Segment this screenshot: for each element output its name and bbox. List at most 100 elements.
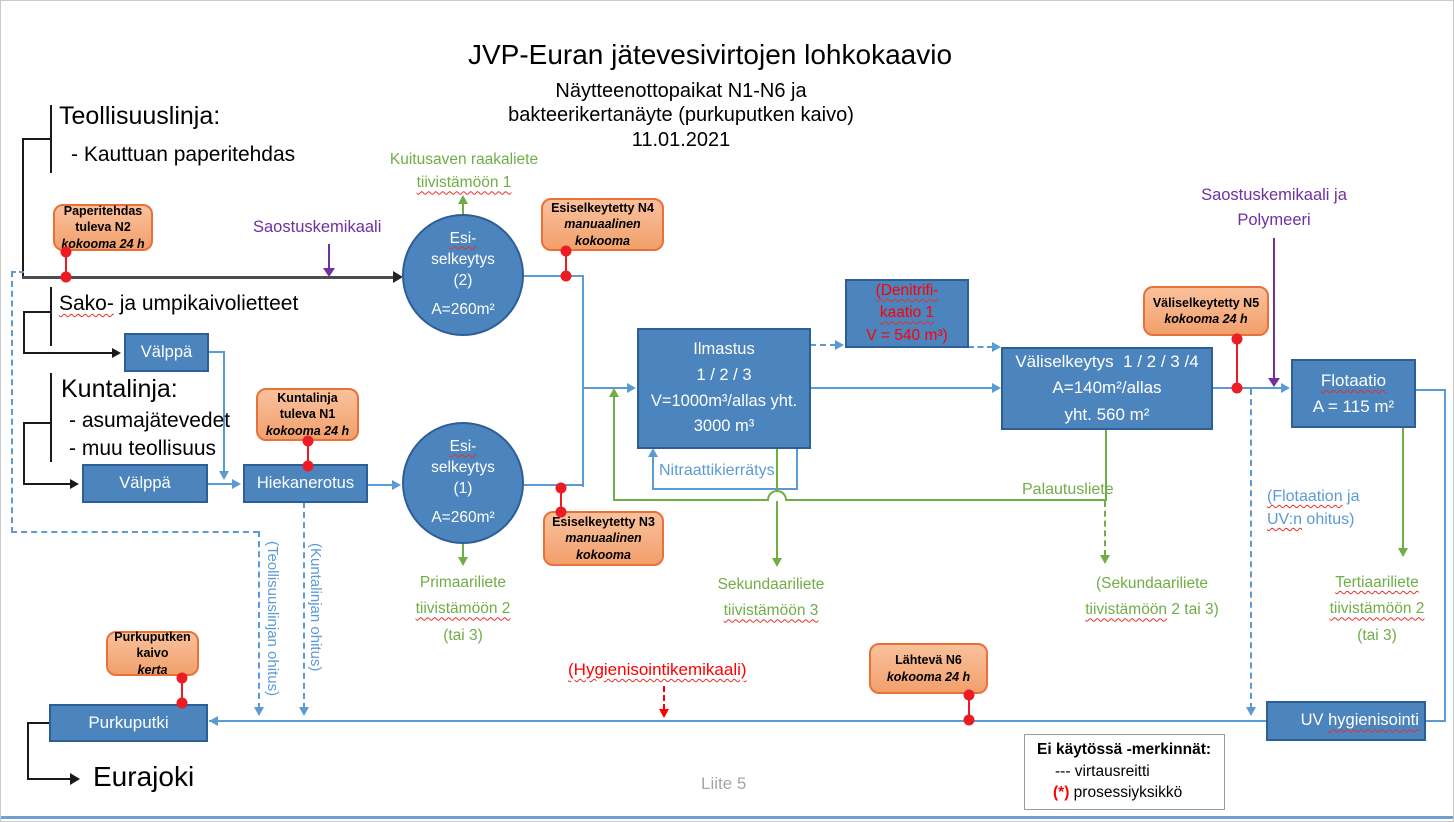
arrowhead [992, 342, 1001, 352]
arrowhead [627, 383, 636, 393]
sample-type: kokooma 24 h [265, 423, 350, 438]
unit-purkuputki: Purkuputki [49, 704, 208, 742]
bracket-line [23, 352, 113, 354]
label-nitraattikierratys: Nitraattikierrätys [659, 462, 775, 479]
unit-area: A=260m² [431, 301, 495, 319]
legend-title: Ei käytössä -merkinnät: [1037, 741, 1212, 758]
arrowhead [648, 448, 658, 457]
sample-n1: Kuntalinja tuleva N1 kokooma 24 h [256, 388, 359, 441]
unit-label: Esi- [449, 229, 477, 247]
arrowhead [392, 480, 401, 490]
sample-n3: Esiselkeytetty N3 manuaalinen kokooma [543, 511, 664, 566]
sample-label: Väliselkeytetty N5 [1152, 295, 1260, 310]
sludge-label: (tai 3) [443, 626, 483, 644]
sample-type: manuaalinen [565, 531, 642, 546]
bracket-line [50, 105, 52, 173]
legend-box: Ei käytössä -merkinnät: --- virtausreitt… [1024, 734, 1225, 810]
sludge-label: Tertiaariliete [1335, 574, 1419, 591]
sample-connector [181, 677, 183, 704]
bypass-label: UV:n ohitus) [1267, 511, 1355, 529]
sludge-label: tiivistämöön 2 [1329, 600, 1425, 618]
arrowhead [323, 268, 335, 277]
heading-kuntalinja-sub1: - asumajätevedet [69, 409, 231, 432]
arrowhead [772, 558, 782, 567]
sample-type: manuaalinen [564, 217, 641, 232]
flow-line [810, 387, 993, 389]
page-subtitle: Näytteenottopaikat N1-N6 ja bakteerikert… [381, 79, 981, 152]
sample-connector [1236, 337, 1238, 389]
label-primaariliete: Primaariliete tiivistämöön 2 (tai 3) [378, 570, 548, 649]
sample-type: kerta [137, 662, 168, 677]
flow-line [368, 484, 393, 486]
unit-label: 1 / 2 / 3 [696, 365, 752, 384]
label-palautusliete: Palautusliete [1022, 481, 1114, 498]
subtitle-line2: bakteerikertanäyte (purkuputken kaivo) [508, 104, 854, 127]
label-kuitusaven-raakaliete: Kuitusaven raakaliete tiivistämöön 1 [374, 148, 554, 195]
sample-label: Lähtevä N6 [895, 653, 962, 668]
sample-type: kokooma 24 h [886, 669, 971, 684]
unit-label: (1) [453, 479, 473, 497]
unit-denitrifikaatio: (Denitrifi- kaatio 1 V = 540 m³) [845, 279, 969, 348]
sample-type: kokooma 24 h [1164, 312, 1248, 326]
label-hygienisointikemikaali: (Hygienisointikemikaali) [568, 660, 747, 679]
unit-label: selkeytys [431, 250, 495, 268]
sludge-label: Primaariliete [419, 574, 507, 591]
sample-label: Esiselkeytetty N4 [551, 201, 654, 216]
flow-line [524, 484, 584, 486]
arrowhead [209, 716, 218, 726]
return-sludge-line [613, 499, 768, 501]
unit-flotaatio: Flotaatio A = 115 m² [1291, 359, 1416, 428]
arrowhead [458, 557, 468, 566]
heading-sako-rest: ja umpikaivolietteet [113, 292, 299, 315]
label-teollisuuslinjan-ohitus: (Teollisuuslinjan ohitus) [264, 541, 281, 697]
sample-connector-dot [963, 714, 975, 726]
unit-label: selkeytys [431, 458, 495, 476]
bypass-line [11, 271, 24, 273]
sludge-line [462, 204, 464, 215]
arrowhead [992, 383, 1001, 393]
sample-connector-dot [302, 460, 314, 472]
sludge-label: (Sekundaariliete [1095, 575, 1208, 592]
arrowhead [112, 348, 121, 358]
unit-area: A=260m² [431, 509, 495, 527]
sample-connector [307, 439, 309, 467]
unit-uv-hygienisointi: UV hygienisointi [1266, 701, 1426, 741]
unit-label: kaatio 1 [879, 304, 935, 322]
label-saostuskemikaali: Saostuskemikaali [253, 218, 382, 236]
bypass-line [11, 271, 13, 533]
unit-area: A = 115 m² [1312, 396, 1395, 416]
flow-line [582, 387, 628, 389]
sample-connector-dot [60, 246, 72, 258]
river-line [27, 722, 29, 779]
arrowhead [1398, 548, 1408, 557]
chemical-label: Polymeeri [1237, 210, 1311, 229]
flow-line [209, 351, 225, 353]
bracket-line [23, 311, 51, 313]
arrowhead [659, 709, 669, 718]
sample-type: kokooma [576, 547, 631, 562]
bracket-line [23, 311, 25, 353]
sample-label: Kuntalinja [277, 391, 338, 406]
arrowhead [1281, 383, 1290, 393]
sample-n5: Väliselkeytetty N5 kokooma 24 h [1143, 286, 1269, 336]
bypass-line [1250, 389, 1252, 709]
bypass-label: (Flotaation ja [1267, 488, 1360, 505]
return-sludge-line [1105, 429, 1107, 501]
bracket-line [22, 138, 51, 140]
flow-line [223, 351, 225, 471]
sample-label: tuleva N2 [75, 220, 131, 235]
unit-area: yht. 560 m² [1064, 404, 1150, 424]
label-kuntalinjan-ohitus: (Kuntalinjan ohitus) [307, 543, 324, 672]
arrowhead [609, 388, 619, 397]
sample-label: Esiselkeytetty N3 [552, 515, 655, 530]
arrowhead [1268, 378, 1280, 387]
legend-item-prosessiyksikko: (*) prosessiyksikkö [1053, 784, 1183, 801]
unit-volume: V=1000m³/allas yht. [650, 391, 798, 410]
sample-connector-dot [302, 435, 314, 447]
return-sludge-line [613, 397, 615, 500]
unit-valppa-bottom: Välppä [82, 464, 208, 503]
heading-teollisuuslinja: Teollisuuslinja: [59, 102, 221, 130]
arrowhead [1246, 707, 1256, 716]
nitrate-loop-line [652, 457, 654, 490]
chemical-label: Saostuskemikaali ja [1201, 186, 1347, 204]
